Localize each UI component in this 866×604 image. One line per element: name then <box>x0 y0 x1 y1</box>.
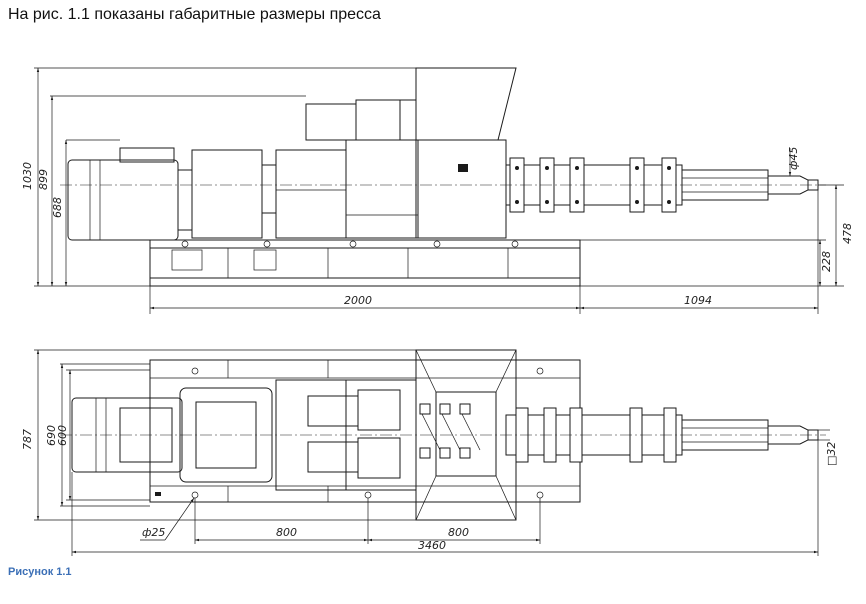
dim-800-right: 800 <box>448 526 469 539</box>
figure-caption: Рисунок 1.1 <box>8 566 72 578</box>
side-drive-housing <box>305 99 419 239</box>
side-view: 1030 899 688 478 228 ф45 2000 1094 <box>21 67 854 314</box>
side-dim-lines-right <box>580 148 844 287</box>
side-gearbox <box>191 149 347 239</box>
dim-2000: 2000 <box>344 294 372 307</box>
dim-690: 690 <box>45 425 58 446</box>
dim-800-left: 800 <box>276 526 297 539</box>
top-dim-lines <box>34 349 830 556</box>
side-base-frame <box>149 239 581 287</box>
dim-3460: 3460 <box>418 539 446 552</box>
dim-228: 228 <box>820 251 833 272</box>
dim-478: 478 <box>841 223 854 244</box>
dim-sq32: □32 <box>825 442 838 466</box>
dim-dia45: ф45 <box>787 147 800 170</box>
dim-899: 899 <box>37 169 50 190</box>
dim-688: 688 <box>51 197 64 218</box>
dim-1030: 1030 <box>21 162 34 190</box>
dim-600: 600 <box>56 425 69 446</box>
dim-dia25: ф25 <box>142 526 165 539</box>
side-hopper <box>415 67 517 239</box>
side-dim-lines-left <box>34 67 416 287</box>
side-main-motor <box>67 147 193 241</box>
side-dim-lines-bottom <box>149 190 819 314</box>
dim-787: 787 <box>21 429 34 450</box>
top-view: 787 690 600 ф25 800 800 3460 □32 <box>21 349 838 556</box>
page-title: На рис. 1.1 показаны габаритные размеры … <box>8 6 381 23</box>
dim-1094: 1094 <box>684 294 712 307</box>
